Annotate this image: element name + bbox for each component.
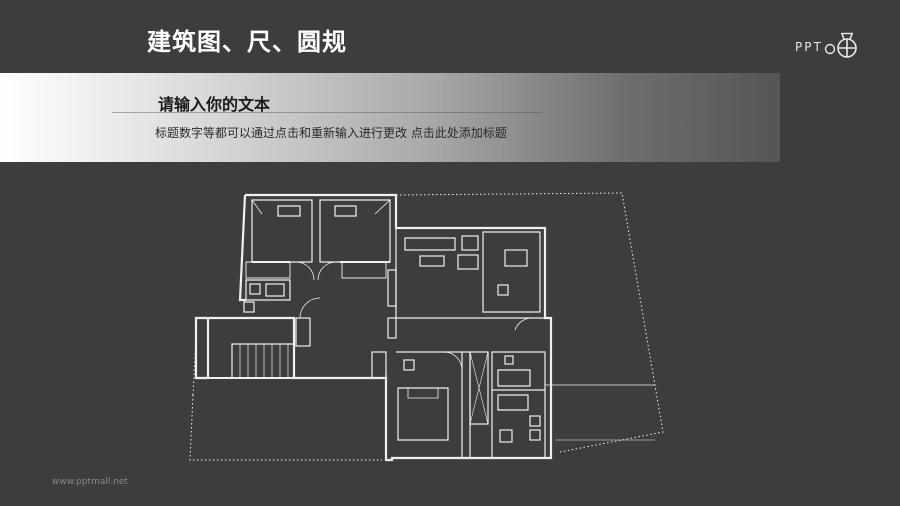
banner-divider [112, 112, 542, 113]
slide-title: 建筑图、尺、圆规 [147, 28, 347, 56]
footer-url: www.pptmall.net [52, 477, 128, 487]
banner-description[interactable]: 标题数字等都可以通过点击和重新输入进行更改 点击此处添加标题 [155, 126, 507, 140]
text-banner [0, 73, 780, 162]
banner-heading[interactable]: 请输入你的文本 [158, 95, 271, 114]
logo-text: PPT [795, 40, 823, 54]
floor-plan-image [189, 192, 664, 462]
compass-logo-icon [824, 32, 857, 58]
brand-logo: PPT [795, 32, 859, 62]
